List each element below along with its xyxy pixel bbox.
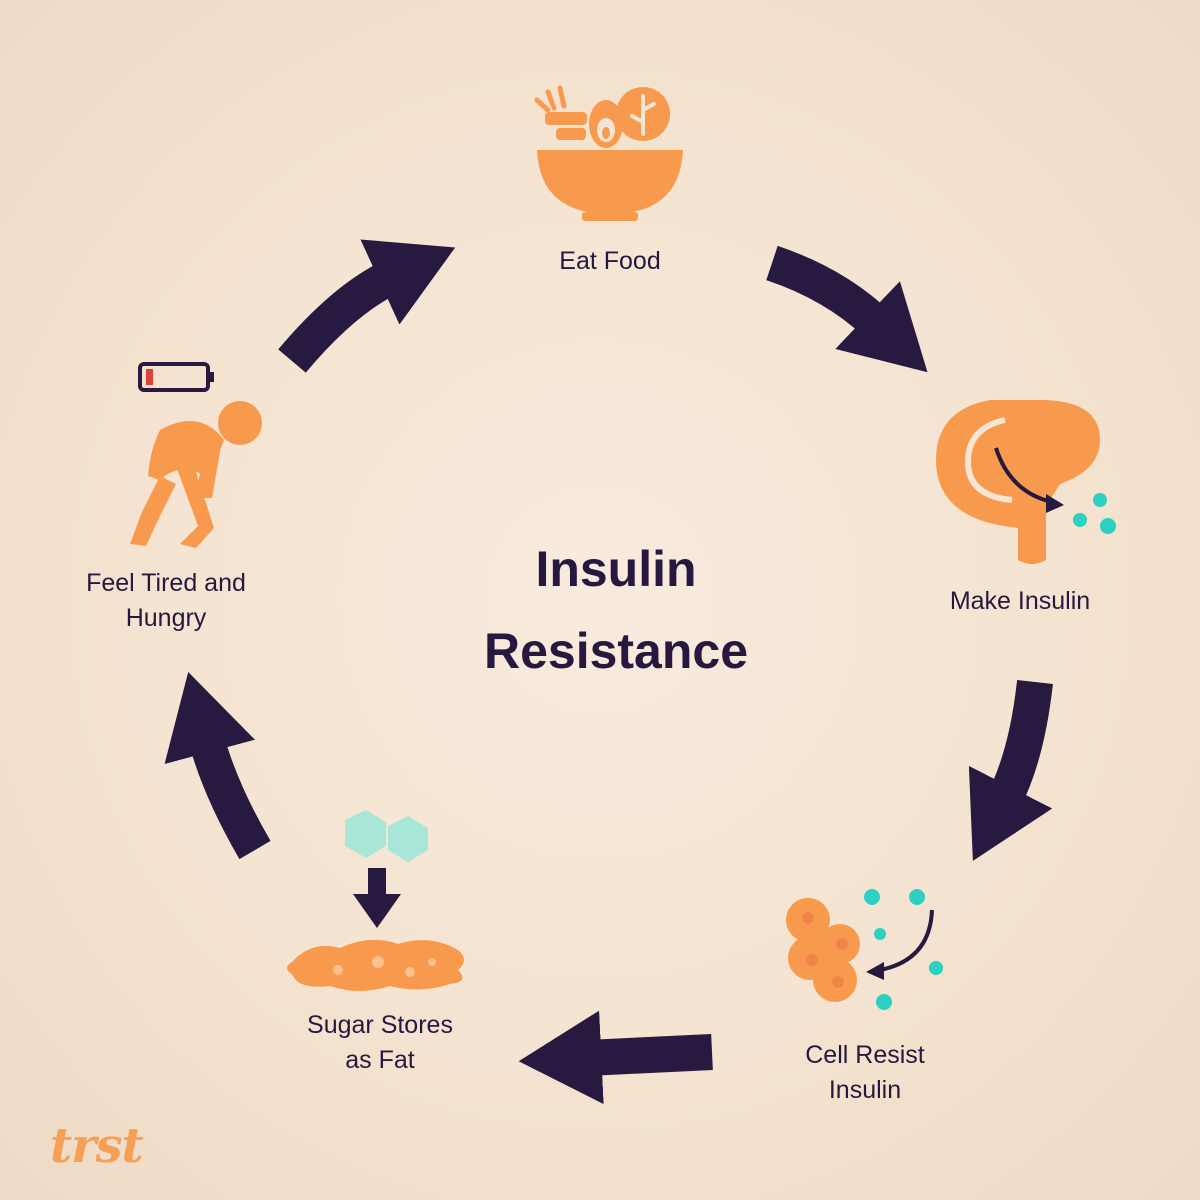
cycle-arrow-tired-to-eat	[278, 239, 456, 373]
title-line-1: Insulin	[535, 541, 697, 597]
title-line-2: Resistance	[483, 623, 749, 679]
cells-icon	[786, 889, 943, 1010]
step-label-sugar-fat: Sugar Stores as Fat	[307, 1011, 453, 1074]
cycle-arrow-insulin-to-cells	[968, 679, 1053, 861]
brand-logo: trst	[50, 1118, 144, 1174]
sugar-to-fat-icon	[287, 810, 464, 991]
step-label-cell-resist: Cell Resist Insulin	[805, 1041, 925, 1104]
cycle-arrow-eat-to-insulin	[766, 245, 928, 373]
diagram-title: Insulin Resistance	[400, 528, 832, 692]
cycle-arrow-fat-to-tired	[164, 671, 271, 860]
pancreas-icon	[936, 400, 1116, 564]
cycle-arrow-cells-to-fat	[518, 1010, 713, 1105]
step-label-eat-food: Eat Food	[559, 247, 661, 275]
tired-person-icon	[130, 362, 262, 548]
step-label-make-insulin: Make Insulin	[949, 587, 1091, 615]
step-label-tired: Feel Tired and Hungry	[86, 569, 246, 632]
salad-bowl-icon	[534, 85, 683, 221]
